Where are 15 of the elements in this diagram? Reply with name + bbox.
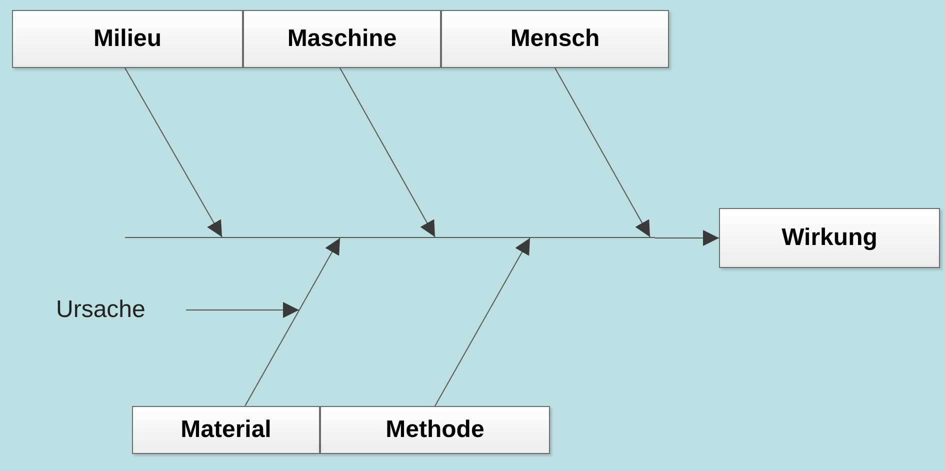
arrow [186,302,300,318]
arrow [654,230,720,246]
category-box: Maschine [243,10,441,68]
category-box: Material [132,406,320,454]
arrow [340,68,436,238]
cause-label: Ursache [56,293,186,327]
spine-line [125,237,655,238]
category-box: Mensch [441,10,669,68]
category-box: Wirkung [719,208,940,268]
arrow [244,238,340,406]
category-box: Methode [320,406,550,454]
category-box: Milieu [12,10,243,68]
arrow [124,68,222,238]
arrow [434,238,530,406]
arrow [554,68,650,238]
